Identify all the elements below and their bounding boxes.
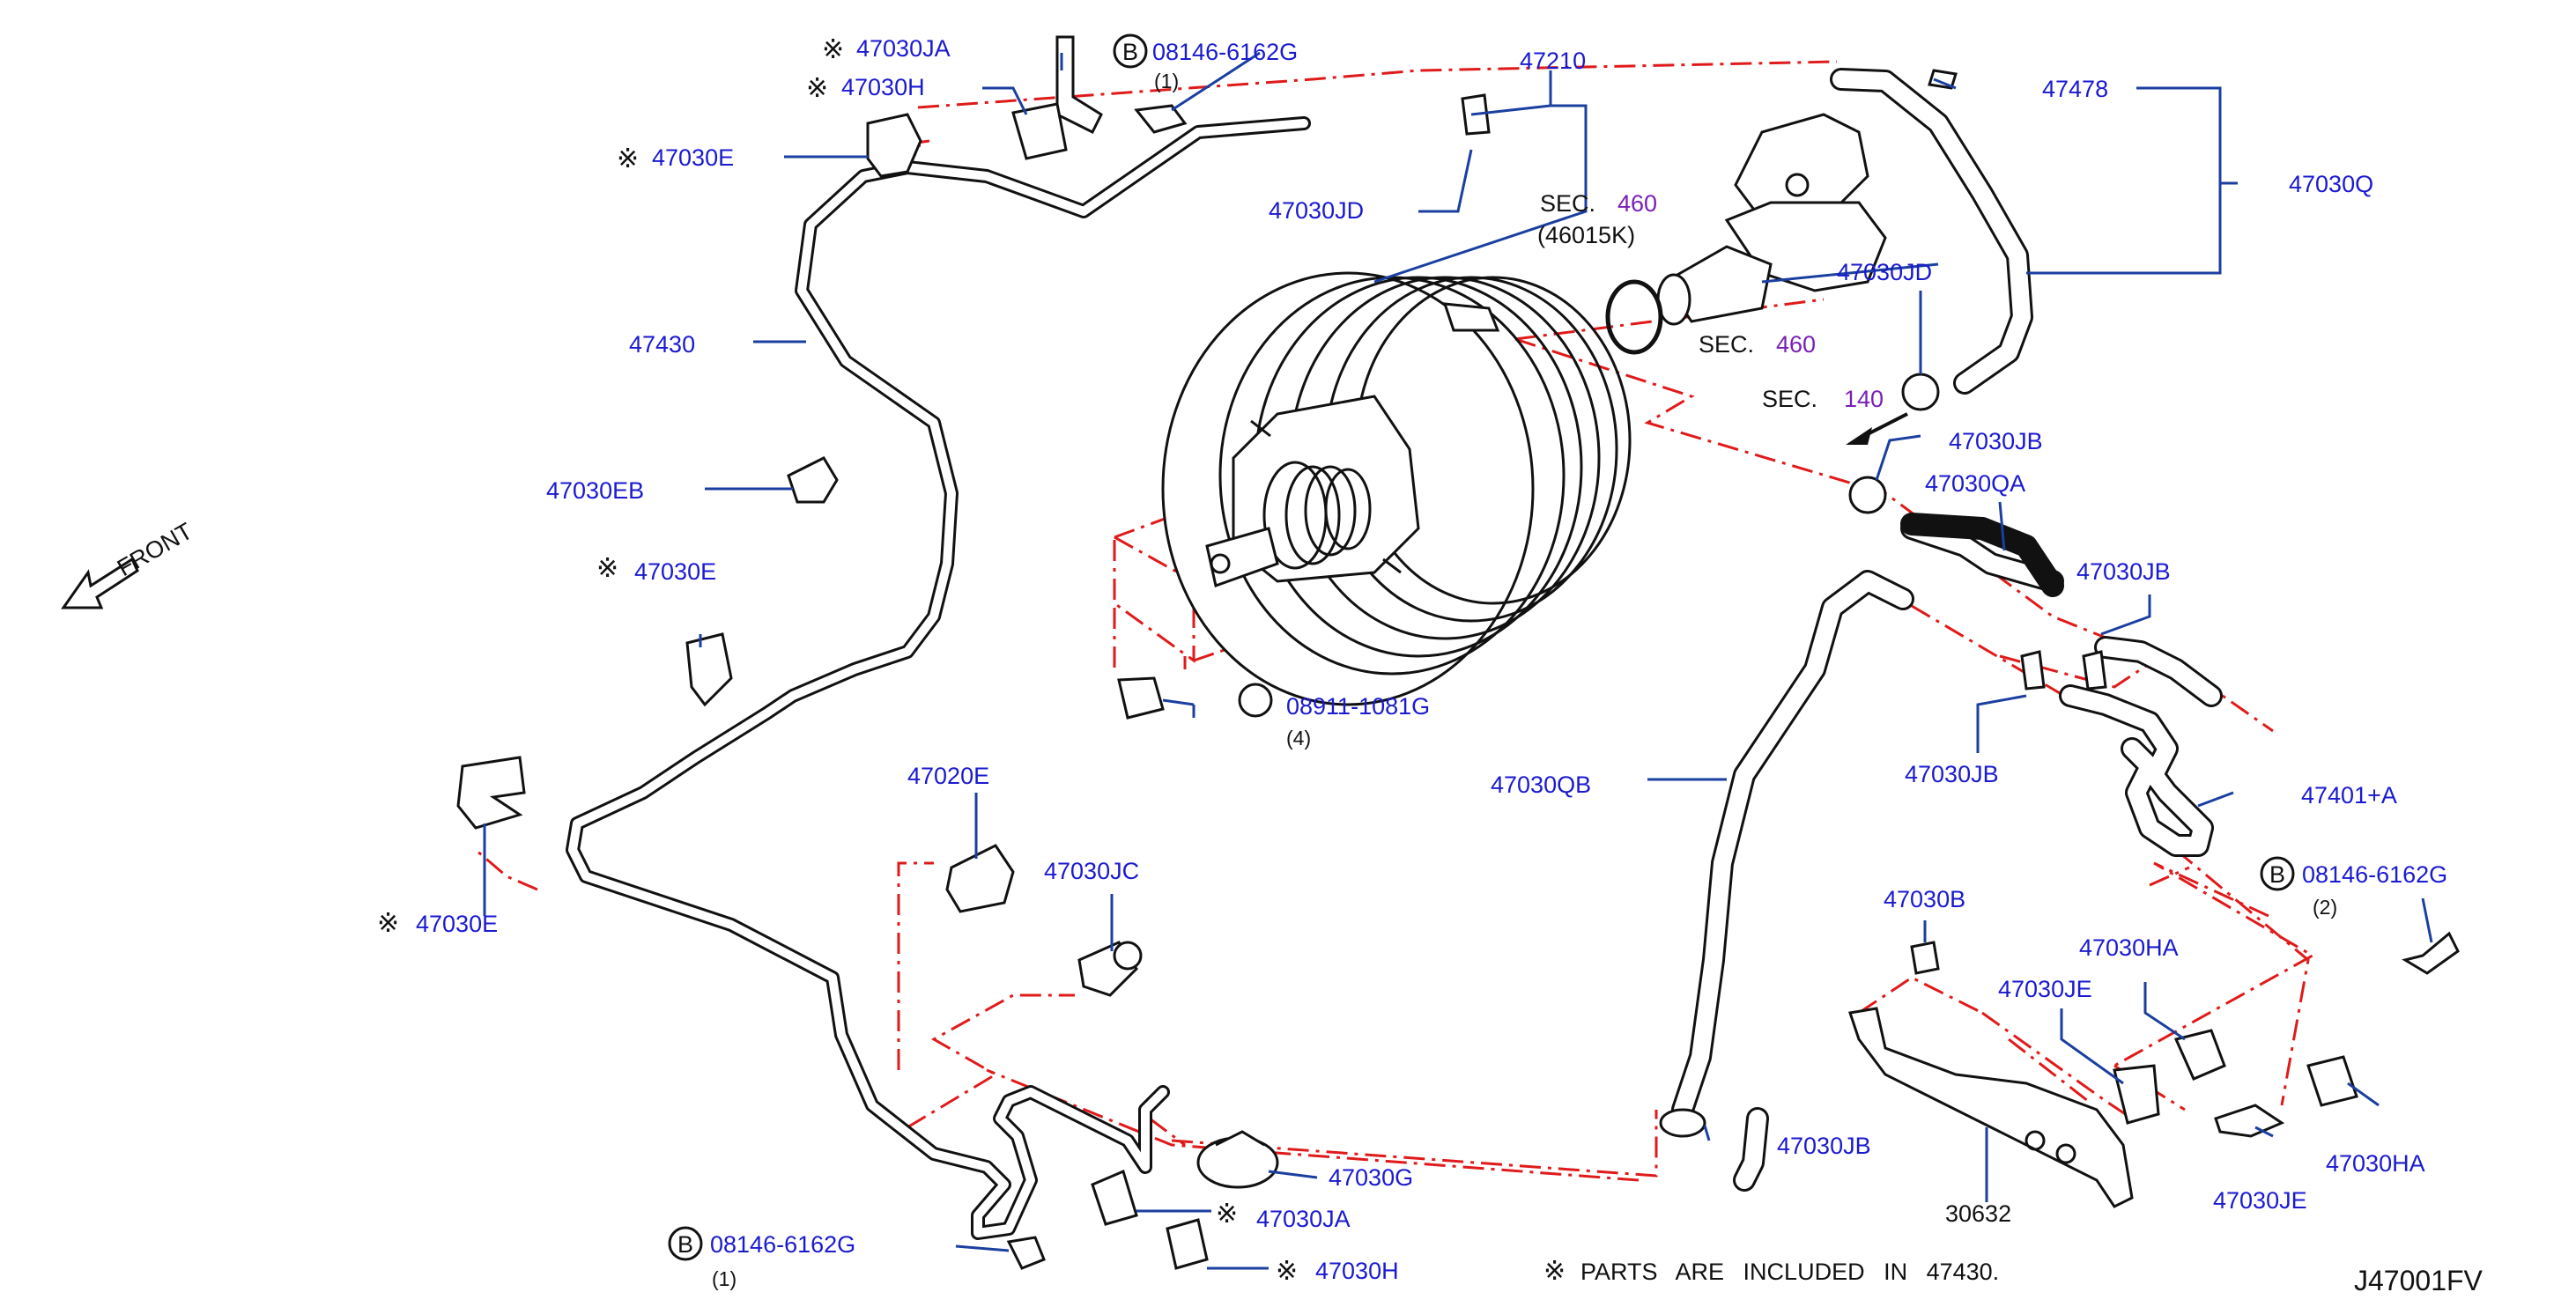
master-cylinder (1605, 113, 1887, 355)
note-mark: ※ (1543, 1256, 1566, 1287)
label-47020e: 47020E (907, 763, 989, 789)
mark-47030ja-top: ※ (822, 34, 844, 65)
label-47030b: 47030B (1884, 886, 1965, 912)
label-47030e-low: 47030E (416, 911, 498, 937)
label-sec-460-b: SEC. (1699, 331, 1754, 358)
label-47030je-b: 47030JE (2213, 1187, 2307, 1214)
label-47030ha-a: 47030HA (2079, 934, 2179, 961)
label-08146-low: 08146-6162G (710, 1231, 855, 1258)
parts-note: PARTS ARE INCLUDED IN 47430. (1580, 1259, 1999, 1285)
label-nut-08911: 08911-1081G (1286, 693, 1430, 720)
label-qty1-top: (1) (1154, 70, 1179, 92)
bolt-symbols: B B B (668, 33, 2295, 1261)
label-08146-right: 08146-6162G (2302, 861, 2447, 888)
mark-47030e-top: ※ (617, 144, 639, 174)
brake-booster (1161, 271, 1632, 706)
part-labels: 47030JA 08146-6162G (1) 47030H 47030E 47… (416, 35, 2447, 1290)
label-47030eb: 47030EB (546, 477, 644, 504)
label-sec-460-a: SEC. (1540, 190, 1595, 217)
label-47030g: 47030G (1329, 1164, 1413, 1191)
label-47030e-top: 47030E (652, 144, 734, 171)
mark-47030h-low: ※ (1276, 1256, 1298, 1287)
label-47030h-low: 47030H (1315, 1258, 1399, 1284)
front-arrow: FRONT (61, 518, 197, 609)
label-47478: 47478 (2042, 76, 2108, 102)
label-47030jb-d: 47030JB (1777, 1133, 1871, 1159)
label-qty2: (2) (2313, 896, 2337, 919)
label-47030jd-right: 47030JD (1837, 259, 1932, 285)
mark-47030e-mid: ※ (596, 553, 618, 584)
label-47030jd-left: 47030JD (1269, 197, 1364, 224)
vacuum-hoses (1671, 68, 2223, 1192)
brake-pipe-47430 (566, 116, 1311, 1240)
label-sec-460-b-num: 460 (1776, 331, 1816, 358)
label-47030jb-a: 47030JB (1949, 428, 2043, 454)
label-47030jb-b: 47030JB (2076, 558, 2171, 585)
diagram-id: J47001FV (2354, 1265, 2483, 1296)
label-47030ja-low: 47030JA (1256, 1206, 1351, 1232)
mark-47030h-top: ※ (806, 73, 828, 104)
label-47030jb-c: 47030JB (1905, 761, 1999, 787)
bolt-symbol-low: B (677, 1231, 693, 1258)
label-sec-140: SEC. (1762, 386, 1817, 412)
label-47030q: 47030Q (2289, 171, 2373, 197)
label-sec-140-num: 140 (1844, 386, 1884, 412)
bolt-symbol-right: B (2269, 861, 2285, 888)
label-47030qa: 47030QA (1925, 470, 2025, 497)
label-47030h-top: 47030H (841, 74, 925, 100)
label-47030ha-b: 47030HA (2326, 1150, 2425, 1177)
label-47030qb: 47030QB (1491, 772, 1591, 798)
label-47210: 47210 (1520, 48, 1586, 74)
label-47030ja-top: 47030JA (856, 35, 951, 62)
label-qty4: (4) (1286, 727, 1311, 749)
label-47030e-mid: 47030E (634, 558, 716, 585)
label-47401a: 47401+A (2301, 782, 2397, 809)
label-30632: 30632 (1945, 1200, 2011, 1227)
label-46015k: (46015K) (1537, 222, 1635, 248)
bolt-symbol-top: B (1122, 39, 1138, 65)
label-47430: 47430 (629, 331, 695, 358)
small-parts (456, 35, 2460, 1270)
leader-lines (483, 51, 2433, 1270)
mark-47030e-low: ※ (377, 908, 399, 939)
front-label: FRONT (113, 518, 197, 581)
label-qty1-low: (1) (712, 1267, 737, 1290)
label-47030jc: 47030JC (1044, 858, 1139, 884)
included-marks: ※ ※ ※ ※ ※ ※ ※ ※ (377, 34, 1566, 1287)
label-47030je-a: 47030JE (1998, 976, 2092, 1002)
mark-47030ja-low: ※ (1216, 1199, 1238, 1229)
label-sec-460-a-num: 460 (1617, 190, 1657, 217)
sec-140-arrow (1846, 412, 1908, 445)
label-08146-top: 08146-6162G (1152, 39, 1298, 65)
